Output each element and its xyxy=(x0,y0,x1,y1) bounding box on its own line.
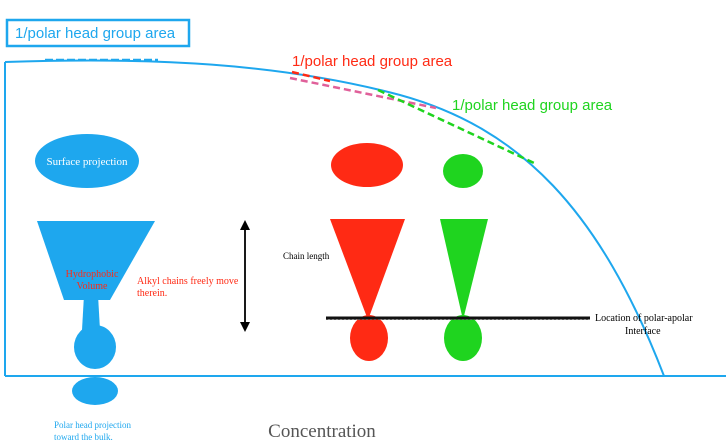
legend-box xyxy=(5,18,191,48)
surface-projection-label: Surface projection xyxy=(47,156,128,168)
red-tangent-dashes xyxy=(291,70,331,83)
concentration-curve xyxy=(4,59,665,377)
polar-head-projection-line1: Polar head projection xyxy=(54,420,131,430)
green-polar-head xyxy=(444,315,482,361)
hydrophobic-volume-label-line2: Volume xyxy=(77,281,108,292)
chain-length-arrowhead-bottom xyxy=(240,322,250,332)
green-tangent-dashes xyxy=(377,88,535,165)
red-polar-head xyxy=(350,315,388,361)
interface-label-line2: Interface xyxy=(625,326,661,337)
blue-polar-head xyxy=(74,325,116,369)
alkyl-note-line1: Alkyl chains freely move xyxy=(137,276,239,287)
red-polar-head-top xyxy=(331,143,403,187)
green-polar-head-top xyxy=(443,154,483,188)
hydrophobic-volume-label-line1: Hydrophobic xyxy=(66,269,119,280)
blue-chain-stem xyxy=(82,295,100,330)
blue-hydrophobic-volume xyxy=(37,221,155,300)
blue-surface-projection xyxy=(35,134,139,188)
red-chain-cone xyxy=(330,219,405,320)
blue-polar-head-projection xyxy=(72,377,118,405)
interface-label-line1: Location of polar-apolar xyxy=(595,313,693,324)
magenta-tangent-dashes xyxy=(289,76,437,110)
chain-length-label: Chain length xyxy=(283,251,330,261)
legend-box-label: 1/polar head group area xyxy=(15,25,176,42)
green-tangent-label: 1/polar head group area xyxy=(452,97,613,114)
polar-head-projection-line2: toward the bulk. xyxy=(54,432,113,442)
alkyl-note-line2: therein. xyxy=(137,288,167,299)
x-axis-label: Concentration xyxy=(268,421,376,442)
green-chain-cone xyxy=(440,219,488,320)
red-tangent-label: 1/polar head group area xyxy=(292,53,453,70)
chain-length-arrowhead-top xyxy=(240,220,250,230)
